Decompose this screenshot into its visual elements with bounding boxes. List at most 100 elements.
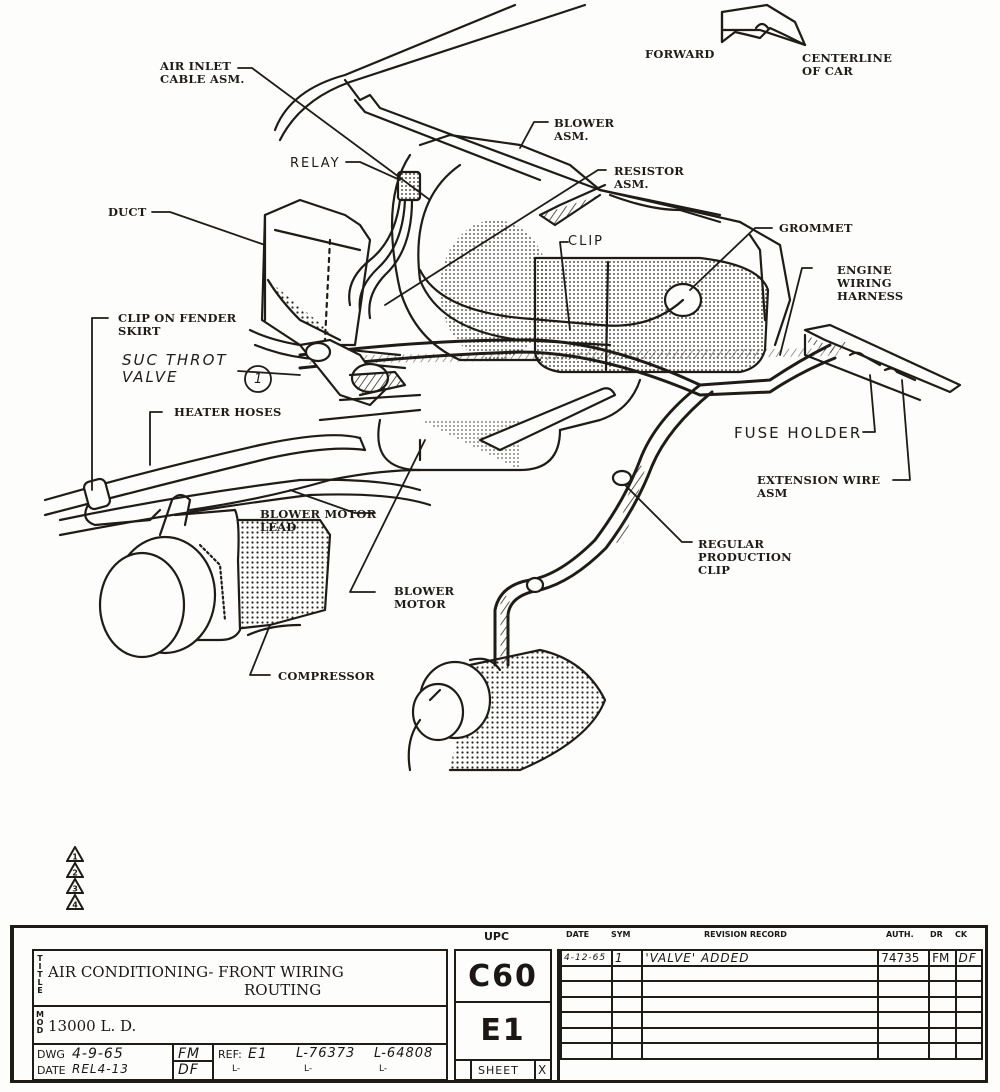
callout-fuse-holder: FUSE HOLDER xyxy=(734,424,863,442)
revision-cell-ck xyxy=(954,1042,984,1060)
callout-clip-on-fender-skirt: CLIP ON FENDER SKIRT xyxy=(118,311,237,338)
callout-blower-asm: BLOWER ASM. xyxy=(554,116,615,143)
revision-triangle-icon: 4 xyxy=(65,892,85,910)
rev-header-date: DATE xyxy=(566,930,590,939)
revision-cell-ck xyxy=(954,1026,984,1044)
svg-text:3: 3 xyxy=(72,885,78,894)
revision-cell-date xyxy=(560,980,613,998)
callout-blower-motor: BLOWER MOTOR xyxy=(394,584,455,611)
ref-blank-3: L- xyxy=(379,1064,388,1074)
ref-number-2: L-64808 xyxy=(374,1046,434,1061)
rev-header-auth: AUTH. xyxy=(886,930,914,939)
callout-compressor: COMPRESSOR xyxy=(278,669,375,683)
model-value: 13000 L. D. xyxy=(48,1017,137,1035)
dwg-date: 4-9-65 xyxy=(72,1046,124,1062)
callout-duct: DUCT xyxy=(108,205,147,219)
sheet-label: SHEET xyxy=(478,1064,519,1077)
forward-arrow-icon xyxy=(720,3,807,47)
drawing-title-line2: ROUTING xyxy=(244,981,322,999)
forward-label: FORWARD xyxy=(645,47,715,61)
revision-triangle-icon: 3 xyxy=(65,876,85,894)
revision-row xyxy=(560,964,984,982)
callout-blower-motor-lead: BLOWER MOTOR LEAD xyxy=(260,507,377,534)
revision-cell-dr: FM xyxy=(928,949,957,967)
upc-label: UPC xyxy=(484,930,510,943)
revision-cell-record xyxy=(641,995,880,1013)
revision-cell-record xyxy=(641,1026,880,1044)
callout-suc-throt-valve: SUC THROT VALVE xyxy=(122,351,228,386)
revision-cell-record xyxy=(641,964,880,982)
date-initials: DF xyxy=(178,1062,199,1078)
revision-cell-sym xyxy=(610,964,644,982)
revision-cell-date xyxy=(560,1011,613,1029)
rev-header-dr: DR xyxy=(930,930,943,939)
svg-text:2: 2 xyxy=(72,869,78,878)
drawing-title-line1: AIR CONDITIONING- FRONT WIRING xyxy=(48,963,344,981)
ref-value: E1 xyxy=(248,1046,268,1062)
rev-header-ck: CK xyxy=(955,930,968,939)
svg-text:1: 1 xyxy=(72,853,78,862)
revision-cell-date xyxy=(560,995,613,1013)
dwg-initials: FM xyxy=(178,1046,201,1062)
revision-cell-date xyxy=(560,1042,613,1060)
revision-cell-dr xyxy=(928,995,957,1013)
revision-row xyxy=(560,995,984,1013)
revision-cell-date xyxy=(560,1026,613,1044)
revision-cell-sym xyxy=(610,1026,644,1044)
revision-cell-dr xyxy=(928,1011,957,1029)
drawing-info-rows: DWG 4-9-65 DATE REL4-13 FM DF REF: E1 L-… xyxy=(34,1045,446,1079)
revision-cell-ck xyxy=(954,964,984,982)
revision-cell-dr xyxy=(928,964,957,982)
upc-code: C60 xyxy=(456,951,550,1003)
revision-triangle-icon: 1 xyxy=(65,844,85,862)
revision-row xyxy=(560,1026,984,1044)
callout-air-inlet-cable-asm: AIR INLET CABLE ASM. xyxy=(160,59,245,86)
revision-cell-auth xyxy=(877,1011,931,1029)
revision-cell-sym xyxy=(610,980,644,998)
sheet-mark: X xyxy=(538,1063,547,1077)
revision-cell-auth xyxy=(877,1042,931,1060)
svg-text:4: 4 xyxy=(72,901,78,910)
ref-number-1: L-76373 xyxy=(296,1046,356,1061)
revision-cell-record xyxy=(641,1042,880,1060)
rev-header-record: REVISION RECORD xyxy=(704,930,787,939)
revision-cell-sym xyxy=(610,1042,644,1060)
revision-cell-ck xyxy=(954,980,984,998)
revision-cell-date: 4-12-65 xyxy=(560,949,613,967)
revision-cell-record: 'VALVE' ADDED xyxy=(641,949,880,967)
release-date: REL4-13 xyxy=(72,1062,129,1076)
revision-row xyxy=(560,1011,984,1029)
revision-cell-auth xyxy=(877,1026,931,1044)
revision-row xyxy=(560,980,984,998)
revision-cell-auth: 74735 xyxy=(877,949,931,967)
revision-cell-ck: DF xyxy=(954,949,984,967)
upc-section: C60 E1 SHEET X xyxy=(454,949,552,1081)
revision-cell-ck xyxy=(954,995,984,1013)
rev-header-sym: SYM xyxy=(611,930,631,939)
callout-regular-production-clip: REGULAR PRODUCTION CLIP xyxy=(698,537,792,577)
wiring-diagram-illustration xyxy=(43,3,962,772)
callout-heater-hoses: HEATER HOSES xyxy=(174,405,282,419)
revision-cell-record xyxy=(641,980,880,998)
revision-cell-dr xyxy=(928,1026,957,1044)
revision-cell-sym: 1 xyxy=(610,949,644,967)
ref-blank-2: L- xyxy=(304,1064,313,1074)
section-code: E1 xyxy=(480,1013,526,1048)
callout-grommet: GROMMET xyxy=(779,221,853,235)
revision-cell-sym xyxy=(610,995,644,1013)
centerline-label: CENTERLINE OF CAR xyxy=(802,51,893,78)
revision-cell-dr xyxy=(928,1042,957,1060)
dwg-label: DWG xyxy=(37,1048,65,1061)
revision-cell-ck xyxy=(954,1011,984,1029)
ref-blank-1: L- xyxy=(232,1064,241,1074)
date-label: DATE xyxy=(37,1064,66,1077)
revision-cell-auth xyxy=(877,964,931,982)
callout-engine-wiring-harness: ENGINE WIRING HARNESS xyxy=(837,263,904,303)
